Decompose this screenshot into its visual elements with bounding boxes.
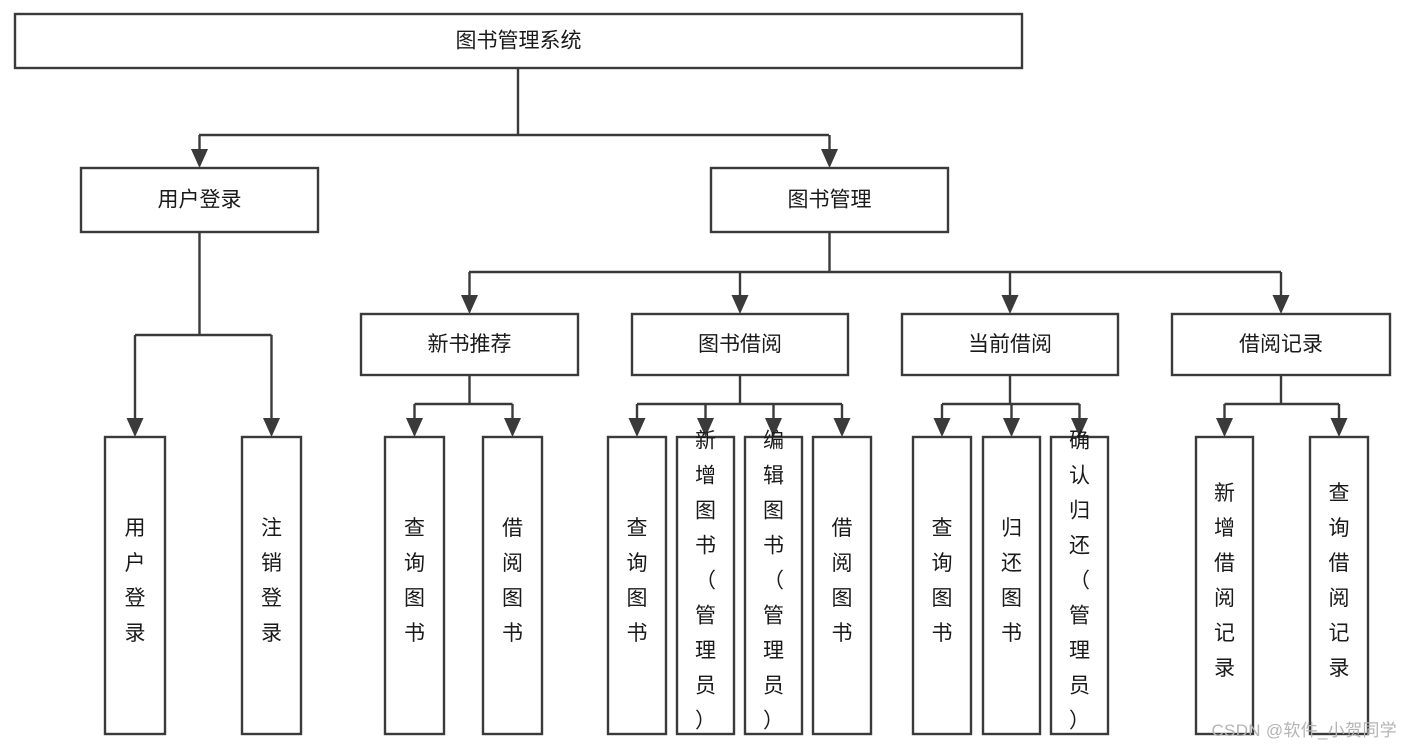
node-book-management[interactable]: 图书管理 [709,166,950,234]
to-leaf-user-login-arrowhead [126,418,144,437]
to-user-login-arrowhead [191,149,208,168]
node-leaf-add-book[interactable]: 新增图书（管理员） [675,430,736,736]
node-label-user-login: 用户登录 [158,189,242,212]
node-layer: 图书管理系统用户登录图书管理新书推荐图书借阅当前借阅借阅记录用户登录注销登录查询… [13,12,1392,736]
node-label-leaf-confirm-return: 确认归还（管理员） [1069,430,1090,733]
node-label-leaf-query-record: 查询借阅记录 [1329,482,1350,680]
node-leaf-query-book-2[interactable]: 查询图书 [606,435,668,736]
to-leaf-query-book-3-arrowhead [933,418,951,437]
node-leaf-return-book[interactable]: 归还图书 [981,435,1042,736]
node-label-leaf-query-book-3: 查询图书 [932,517,953,645]
node-box-leaf-query-book-1 [383,435,446,736]
node-box-book-borrow [630,312,850,377]
to-leaf-user-logout-arrowhead [263,418,280,437]
node-label-current-borrow: 当前借阅 [968,333,1052,356]
node-box-leaf-borrow-book-2 [811,435,873,736]
node-label-leaf-query-book-2: 查询图书 [627,517,648,645]
node-box-leaf-add-record [1194,435,1255,736]
to-borrow-record-arrowhead [1272,295,1290,314]
to-book-management-arrowhead [821,149,838,168]
node-leaf-add-record[interactable]: 新增借阅记录 [1194,435,1255,736]
node-leaf-borrow-book-1[interactable]: 借阅图书 [481,435,544,736]
node-box-leaf-user-logout [240,435,303,736]
node-new-book-recommend[interactable]: 新书推荐 [359,312,580,377]
node-borrow-record[interactable]: 借阅记录 [1170,312,1392,377]
node-box-leaf-borrow-book-1 [481,435,544,736]
node-label-leaf-query-book-1: 查询图书 [404,517,425,645]
node-leaf-user-login[interactable]: 用户登录 [103,435,167,736]
node-root[interactable]: 图书管理系统 [13,12,1024,70]
node-label-new-book-recommend: 新书推荐 [428,333,512,356]
to-leaf-query-book-1-arrowhead [406,418,423,437]
node-leaf-query-book-3[interactable]: 查询图书 [911,435,973,736]
to-leaf-borrow-book-1-arrowhead [504,418,521,437]
node-book-borrow[interactable]: 图书借阅 [630,312,850,377]
node-box-book-management [709,166,950,234]
to-book-borrow-arrowhead [731,295,749,314]
node-label-root: 图书管理系统 [456,30,582,53]
node-label-leaf-edit-book: 编辑图书（管理员） [763,430,784,733]
node-box-leaf-query-book-3 [911,435,973,736]
node-user-login[interactable]: 用户登录 [79,166,320,234]
node-box-user-login [79,166,320,234]
node-label-borrow-record: 借阅记录 [1239,333,1323,356]
node-box-current-borrow [900,312,1120,377]
node-leaf-query-book-1[interactable]: 查询图书 [383,435,446,736]
node-label-leaf-borrow-book-2: 借阅图书 [832,517,853,645]
to-current-borrow-arrowhead [1001,295,1019,314]
node-label-leaf-return-book: 归还图书 [1001,517,1022,645]
to-leaf-add-book-arrowhead [697,418,714,437]
to-leaf-return-book-arrowhead [1003,418,1020,437]
node-leaf-query-record[interactable]: 查询借阅记录 [1308,435,1370,736]
node-label-book-management: 图书管理 [788,189,872,212]
to-leaf-edit-book-arrowhead [765,418,782,437]
to-leaf-confirm-return-arrowhead [1071,418,1088,437]
node-label-leaf-borrow-book-1: 借阅图书 [502,517,523,645]
node-box-borrow-record [1170,312,1392,377]
node-label-leaf-user-logout: 注销登录 [261,517,282,645]
connector-layer [126,68,1348,437]
node-box-leaf-user-login [103,435,167,736]
to-leaf-add-record-arrowhead [1216,418,1233,437]
node-box-leaf-confirm-return [1049,435,1110,736]
node-box-leaf-query-record [1308,435,1370,736]
to-leaf-borrow-book-2-arrowhead [833,418,851,437]
node-leaf-user-logout[interactable]: 注销登录 [240,435,303,736]
to-new-book-recommend-arrowhead [461,295,478,314]
node-box-leaf-query-book-2 [606,435,668,736]
node-box-leaf-return-book [981,435,1042,736]
csdn-watermark: CSDN @软件_小贺同学 [1211,721,1397,740]
node-leaf-edit-book[interactable]: 编辑图书（管理员） [743,430,804,736]
node-box-leaf-edit-book [743,435,804,736]
node-label-leaf-add-record: 新增借阅记录 [1214,482,1235,680]
node-leaf-confirm-return[interactable]: 确认归还（管理员） [1049,430,1110,736]
node-box-root [13,12,1024,70]
node-leaf-borrow-book-2[interactable]: 借阅图书 [811,435,873,736]
to-leaf-query-book-2-arrowhead [628,418,646,437]
node-current-borrow[interactable]: 当前借阅 [900,312,1120,377]
to-leaf-query-record-arrowhead [1330,418,1348,437]
node-box-new-book-recommend [359,312,580,377]
node-label-leaf-add-book: 新增图书（管理员） [695,430,716,733]
node-box-leaf-add-book [675,435,736,736]
node-label-book-borrow: 图书借阅 [698,333,782,356]
node-label-leaf-user-login: 用户登录 [125,517,146,645]
